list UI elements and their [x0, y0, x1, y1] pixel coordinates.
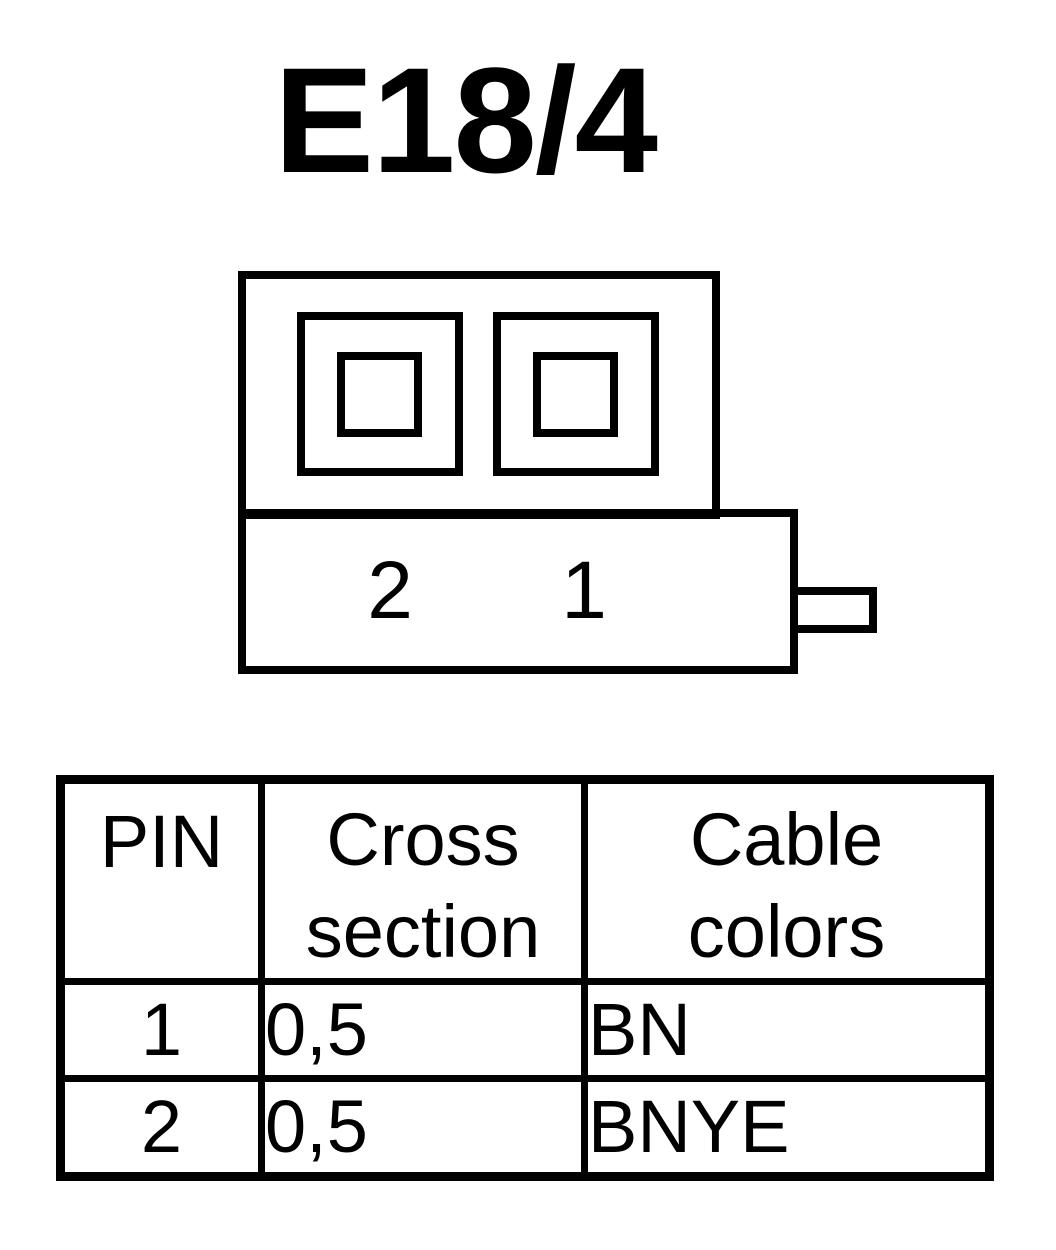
header-cable-colors-line2: colors — [687, 890, 886, 973]
cell-cable-color: BNYE — [581, 1075, 993, 1180]
pin-label-1: 1 — [561, 545, 607, 636]
header-pin: PIN — [57, 776, 265, 985]
connector-diagram: 2 1 — [238, 271, 877, 674]
header-cross-section-line1: Cross — [326, 798, 520, 881]
pin-terminal-1 — [533, 352, 618, 437]
header-cable-colors: Cable colors — [581, 776, 993, 985]
cell-pin: 1 — [57, 978, 265, 1082]
pin-label-2: 2 — [367, 545, 413, 636]
table-row: 1 0,5 BN — [57, 978, 993, 1082]
pin-cavity-2 — [297, 312, 463, 476]
header-pin-label: PIN — [99, 800, 224, 883]
cell-cable-color: BN — [581, 978, 993, 1082]
pin-table: PIN Cross section Cable colors 1 0,5 BN … — [56, 775, 994, 1181]
pin-cavity-1 — [493, 312, 659, 476]
cell-cross-section: 0,5 — [258, 1075, 588, 1180]
header-cross-section-line2: section — [305, 890, 541, 973]
table-header-row: PIN Cross section Cable colors — [57, 776, 993, 985]
cell-pin: 2 — [57, 1075, 265, 1180]
locking-tab — [790, 587, 877, 633]
cell-cross-section: 0,5 — [258, 978, 588, 1082]
pin-terminal-2 — [337, 352, 422, 437]
connector-housing-upper — [238, 271, 720, 519]
connector-title: E18/4 — [274, 36, 658, 204]
header-cable-colors-line1: Cable — [689, 798, 884, 881]
connector-housing-lower — [238, 509, 798, 674]
header-cross-section: Cross section — [258, 776, 588, 985]
table-row: 2 0,5 BNYE — [57, 1075, 993, 1180]
